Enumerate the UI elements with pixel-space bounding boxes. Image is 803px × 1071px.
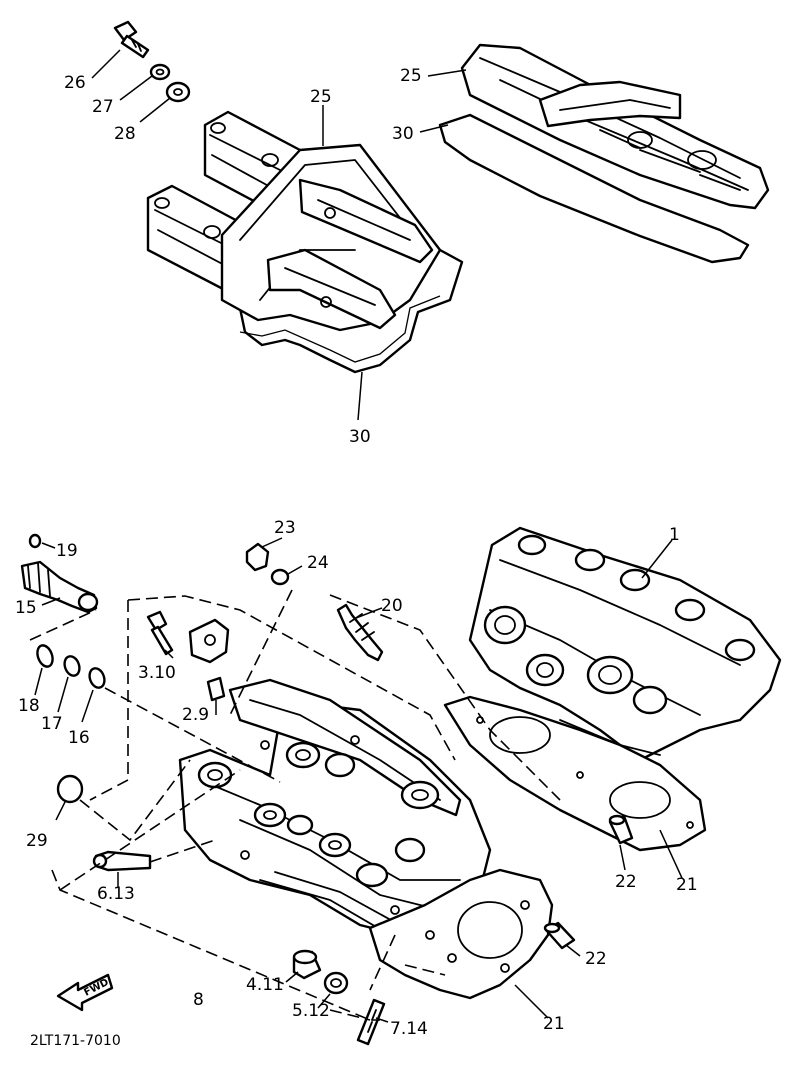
label-24: 24 — [307, 553, 329, 573]
diagram-code: 2LT171-7010 — [30, 1033, 121, 1049]
label-28: 28 — [114, 124, 136, 144]
label-3-10: 3.10 — [138, 663, 176, 683]
label-25-front: 25 — [310, 87, 332, 107]
label-25-rear: 25 — [400, 66, 422, 86]
label-26: 26 — [64, 73, 86, 93]
fwd-arrow-icon: FWD — [56, 973, 114, 1012]
label-21-lower: 21 — [543, 1014, 565, 1034]
plug-4-11 — [292, 949, 322, 980]
label-23: 23 — [274, 518, 296, 538]
label-29: 29 — [26, 831, 48, 851]
bolt-26 — [113, 20, 150, 59]
label-6-13: 6.13 — [97, 884, 135, 904]
gasket-21-lower — [368, 868, 554, 1000]
cylinder-head-rear — [468, 526, 782, 762]
head-cover-rear — [438, 43, 770, 264]
o-ring-18 — [36, 644, 54, 668]
label-16: 16 — [68, 728, 90, 748]
washer-27 — [149, 63, 171, 81]
label-8: 8 — [193, 990, 204, 1010]
cam-cap — [188, 618, 230, 664]
label-27: 27 — [92, 97, 114, 117]
label-7-14: 7.14 — [390, 1019, 428, 1039]
label-21-upper: 21 — [676, 875, 698, 895]
cylinder-head-front — [178, 678, 492, 937]
washer-24 — [270, 568, 290, 586]
label-4-11: 4.11 — [246, 975, 284, 995]
label-18: 18 — [18, 696, 40, 716]
label-30-rear: 30 — [392, 124, 414, 144]
pin-2-9 — [206, 676, 226, 702]
head-cover-front — [146, 110, 464, 374]
plug-23 — [245, 542, 270, 572]
label-22-upper: 22 — [615, 872, 637, 892]
fitting-15 — [20, 560, 99, 614]
o-ring-17 — [63, 655, 81, 677]
label-1: 1 — [669, 525, 680, 545]
pin-6-13 — [92, 850, 152, 872]
gasket-21-upper — [443, 695, 707, 852]
label-2-9: 2.9 — [182, 705, 209, 725]
label-30-front: 30 — [349, 427, 371, 447]
label-17: 17 — [41, 714, 63, 734]
label-5-12: 5.12 — [292, 1001, 330, 1021]
o-ring-16 — [88, 667, 106, 689]
dowel-22-upper — [608, 814, 634, 845]
plug-29 — [56, 774, 84, 804]
dowel-22-lower — [543, 921, 576, 950]
label-22-lower: 22 — [585, 949, 607, 969]
washer-28 — [165, 81, 191, 103]
label-20: 20 — [381, 596, 403, 616]
stud-7-14 — [356, 998, 386, 1046]
spark-plug-20 — [336, 603, 384, 662]
label-19: 19 — [56, 541, 78, 561]
label-15: 15 — [15, 598, 37, 618]
bolt-3-10 — [146, 610, 174, 656]
washer-5-12 — [323, 971, 349, 995]
cap-19 — [28, 533, 42, 549]
